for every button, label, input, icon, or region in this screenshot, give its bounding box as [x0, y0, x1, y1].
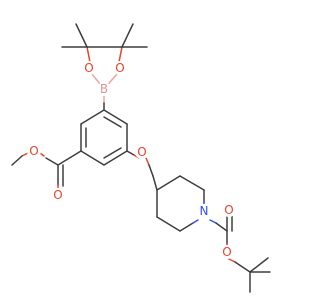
bond-aryl-o [126, 150, 135, 156]
bond-n-carbonyl [209, 219, 217, 224]
atoms: B O O O O O O O [27, 61, 236, 259]
bond-o-ch2 [145, 157, 150, 166]
bond-piperidine [179, 175, 205, 191]
oxygen-atom-ester-single: O [27, 144, 41, 158]
nitrogen-label: N [200, 204, 209, 218]
bond-o-ch2 [148, 164, 154, 177]
molecule-structure-diagram: B O O O O O O O [11, 23, 271, 293]
bond-o-tbu [234, 261, 251, 273]
bond-o-methyl [21, 152, 29, 157]
oxygen-label: O [53, 188, 62, 202]
oxygen-atom-boc-carbonyl: O [222, 203, 236, 217]
bond-piperidine [192, 219, 199, 224]
bond-methyl [121, 23, 134, 48]
bond-aromatic [103, 109, 128, 125]
oxygen-label: O [29, 144, 38, 158]
bond-aryl-carbonyl [57, 150, 82, 166]
bond-piperidine [156, 175, 181, 191]
oxygen-atom-pinacol-left: O [82, 61, 96, 75]
boron-atom: B [97, 82, 111, 96]
bond-o-c [118, 46, 123, 63]
bond-o-methyl [11, 155, 23, 166]
bond-ch2-ring [152, 175, 158, 191]
bond-ester-o [39, 152, 45, 157]
bond-aromatic-inner [103, 147, 122, 159]
bond-aromatic [80, 150, 105, 166]
bond-aromatic [80, 109, 105, 125]
bond-ester-o [45, 157, 59, 166]
oxygen-atom-boc-ester: O [220, 245, 234, 259]
bond-n-carbonyl [215, 222, 228, 232]
oxygen-atom-pinacol-right: O [113, 61, 127, 75]
bond-aromatic-inner [103, 116, 122, 128]
bond-piperidine [156, 216, 181, 232]
oxygen-label: O [84, 61, 93, 75]
oxygen-atom-ester-carbonyl: O [51, 188, 65, 202]
bond-piperidine [179, 222, 194, 232]
boron-label: B [100, 82, 108, 96]
bond-o-c [86, 46, 91, 63]
bond-tbu-methyl [249, 257, 269, 273]
bond-methyl [75, 23, 88, 48]
nitrogen-atom: N [197, 204, 211, 218]
oxygen-label: O [222, 245, 231, 259]
bond-aromatic [103, 150, 128, 166]
oxygen-label: O [115, 61, 124, 75]
oxygen-label: O [137, 145, 146, 159]
oxygen-atom-ether: O [135, 145, 149, 159]
oxygen-label: O [224, 203, 233, 217]
